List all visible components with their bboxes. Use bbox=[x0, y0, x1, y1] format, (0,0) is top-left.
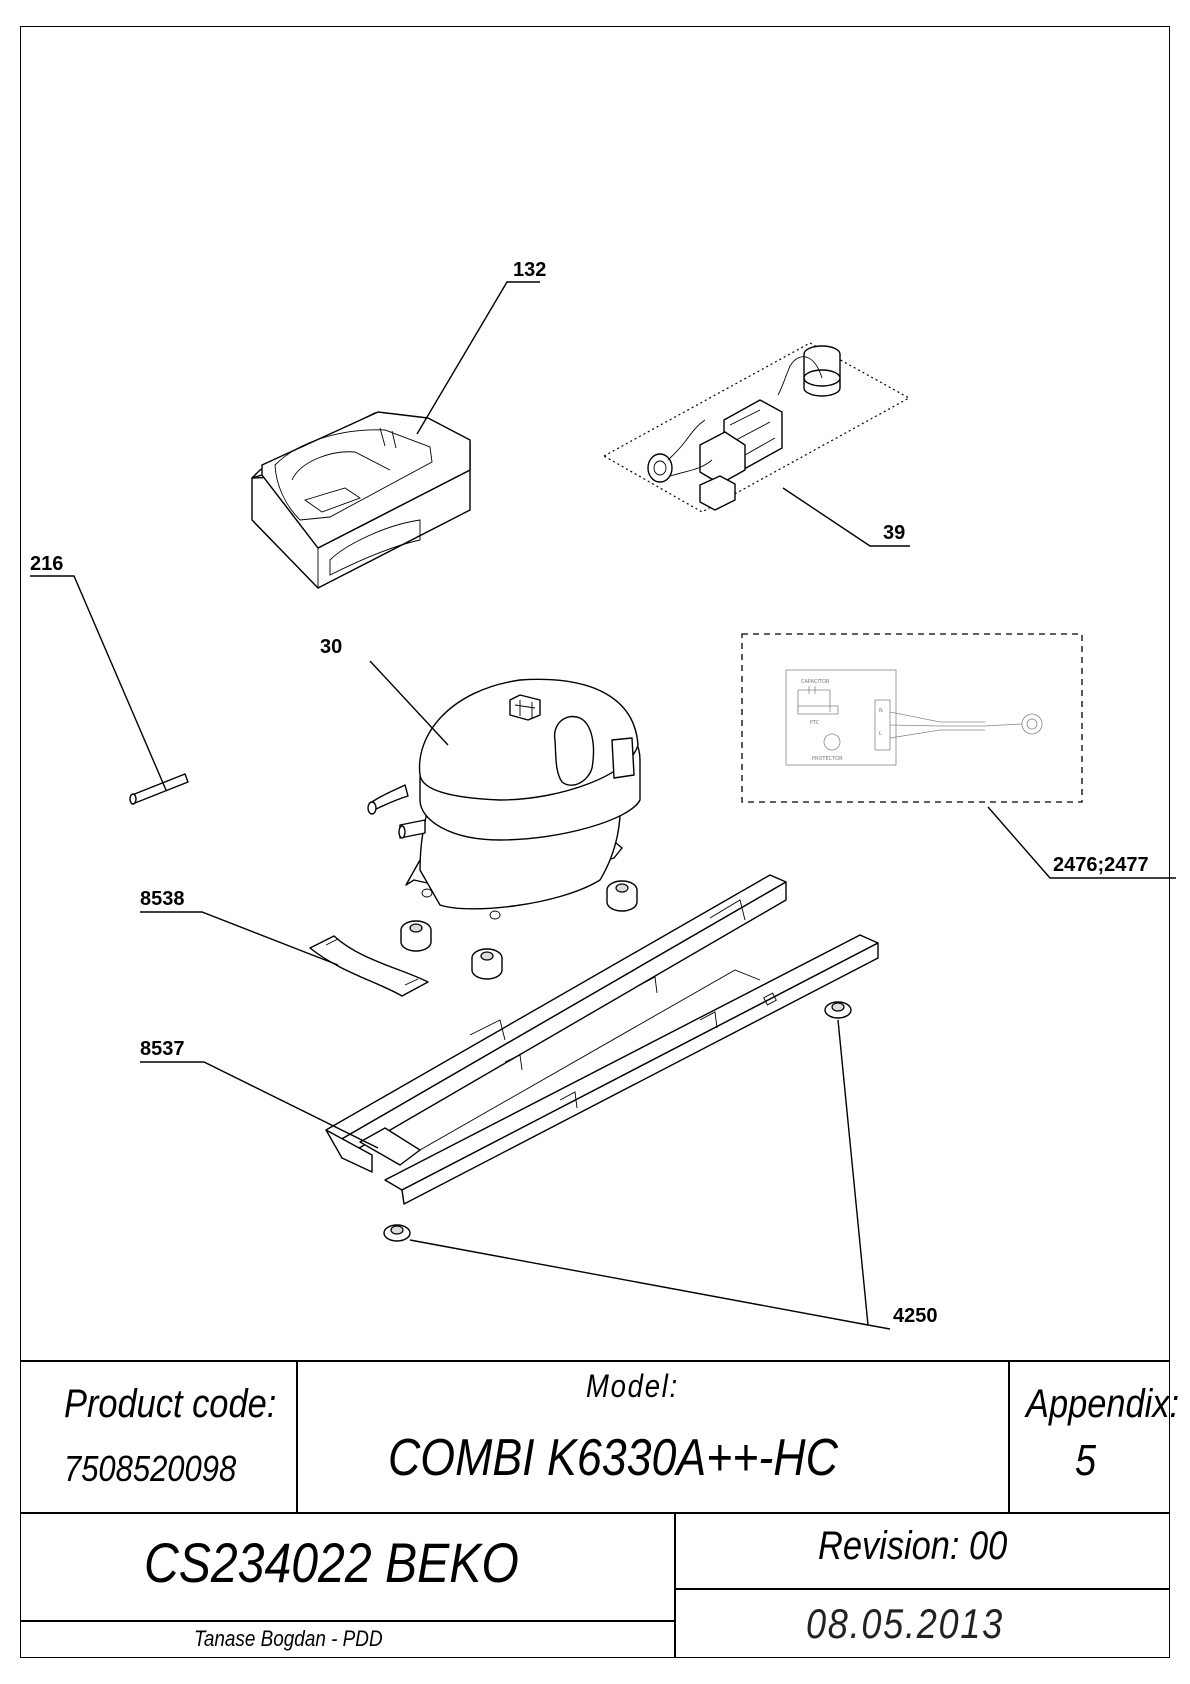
appendix-label: Appendix: bbox=[1026, 1382, 1180, 1426]
product-code-value: 7508520098 bbox=[64, 1448, 237, 1489]
part-2476-2477-wiring: CAPACITOR PTC PROTECTOR N L bbox=[741, 633, 1083, 803]
grommet-1 bbox=[400, 920, 432, 952]
clip-2 bbox=[383, 1224, 411, 1242]
part-8538-plate bbox=[309, 935, 429, 997]
callout-8538: 8538 bbox=[140, 888, 185, 910]
document-number: CS234022 BEKO bbox=[144, 1531, 519, 1594]
callout-8537: 8537 bbox=[140, 1038, 185, 1060]
callout-216: 216 bbox=[30, 553, 63, 575]
part-39-start-kit bbox=[602, 342, 911, 513]
part-30-compressor bbox=[367, 678, 641, 920]
model-label: Model: bbox=[586, 1368, 679, 1404]
leader-lines bbox=[30, 281, 1176, 1330]
titleblock-mid-border bbox=[20, 1512, 1170, 1514]
grommet-2 bbox=[471, 948, 503, 980]
callout-30: 30 bbox=[320, 636, 342, 658]
appendix-value: 5 bbox=[1075, 1436, 1097, 1485]
titleblock-divider-1 bbox=[296, 1360, 298, 1512]
schematic-n-label: N bbox=[879, 708, 883, 714]
schematic-protector-label: PROTECTOR bbox=[812, 756, 843, 762]
schematic-ptc-label: PTC bbox=[810, 720, 820, 726]
part-216-pin bbox=[129, 773, 189, 805]
titleblock-divider-3 bbox=[674, 1512, 676, 1658]
titleblock-author-border bbox=[20, 1620, 674, 1622]
titleblock-top-border bbox=[20, 1360, 1170, 1362]
part-132-cover bbox=[251, 411, 471, 589]
grommet-3 bbox=[606, 880, 638, 912]
schematic-capacitor-label: CAPACITOR bbox=[801, 679, 830, 685]
schematic-l-label: L bbox=[879, 731, 882, 737]
date: 08.05.2013 bbox=[806, 1600, 1004, 1647]
titleblock-divider-2 bbox=[1008, 1360, 1010, 1512]
callout-2476-2477: 2476;2477 bbox=[1053, 854, 1149, 876]
grommets bbox=[400, 880, 638, 980]
titleblock-date-border bbox=[674, 1588, 1170, 1590]
clip-1 bbox=[824, 1001, 852, 1019]
callout-4250: 4250 bbox=[893, 1305, 938, 1327]
callout-39: 39 bbox=[883, 522, 905, 544]
revision: Revision: 00 bbox=[818, 1524, 1008, 1568]
author: Tanase Bogdan - PDD bbox=[194, 1626, 383, 1651]
part-4250-clips bbox=[383, 1001, 852, 1242]
drawing-frame bbox=[20, 26, 1170, 1658]
model-value: COMBI K6330A++-HC bbox=[388, 1429, 838, 1487]
product-code-label: Product code: bbox=[64, 1382, 277, 1426]
callout-132: 132 bbox=[513, 259, 546, 281]
part-8537-rails bbox=[325, 874, 879, 1205]
